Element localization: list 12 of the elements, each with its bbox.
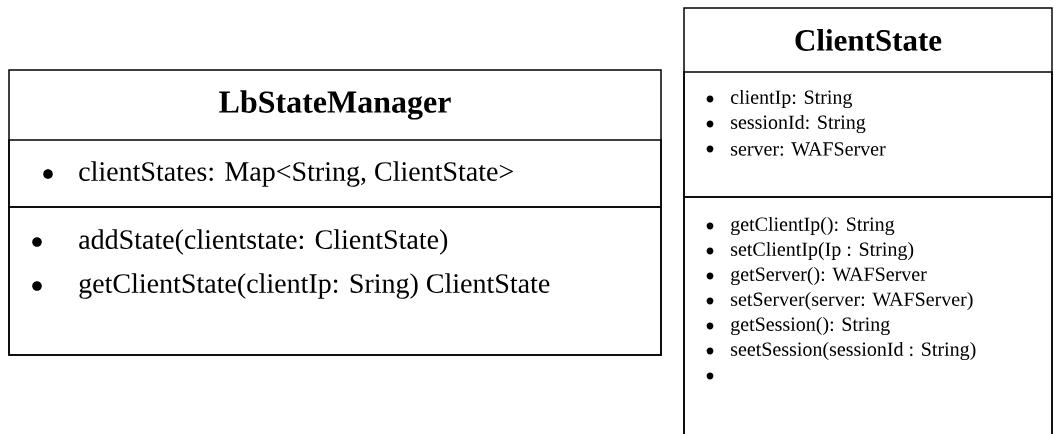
list-item: getSession(): String [706,316,890,336]
list-item: getClientIp(): String [706,216,895,236]
list-item: clientStates: Map<String, ClientState> [43,161,513,187]
list-item: getClientState(clientIp: Sring) ClientState [32,273,550,299]
list-item: server: WAFServer [706,142,886,156]
list-item: addState(clientstate: ClientState) [32,229,448,255]
list-item: setClientIp(Ip : String) [706,241,914,261]
list-item: seetSession(sessionId : String) [706,341,976,361]
list-item: setServer(server: WAFServer) [706,291,973,311]
list-item: clientIp: String [706,89,853,109]
list-item: getServer(): WAFServer [706,266,927,286]
list-item: sessionId: String [706,114,866,134]
